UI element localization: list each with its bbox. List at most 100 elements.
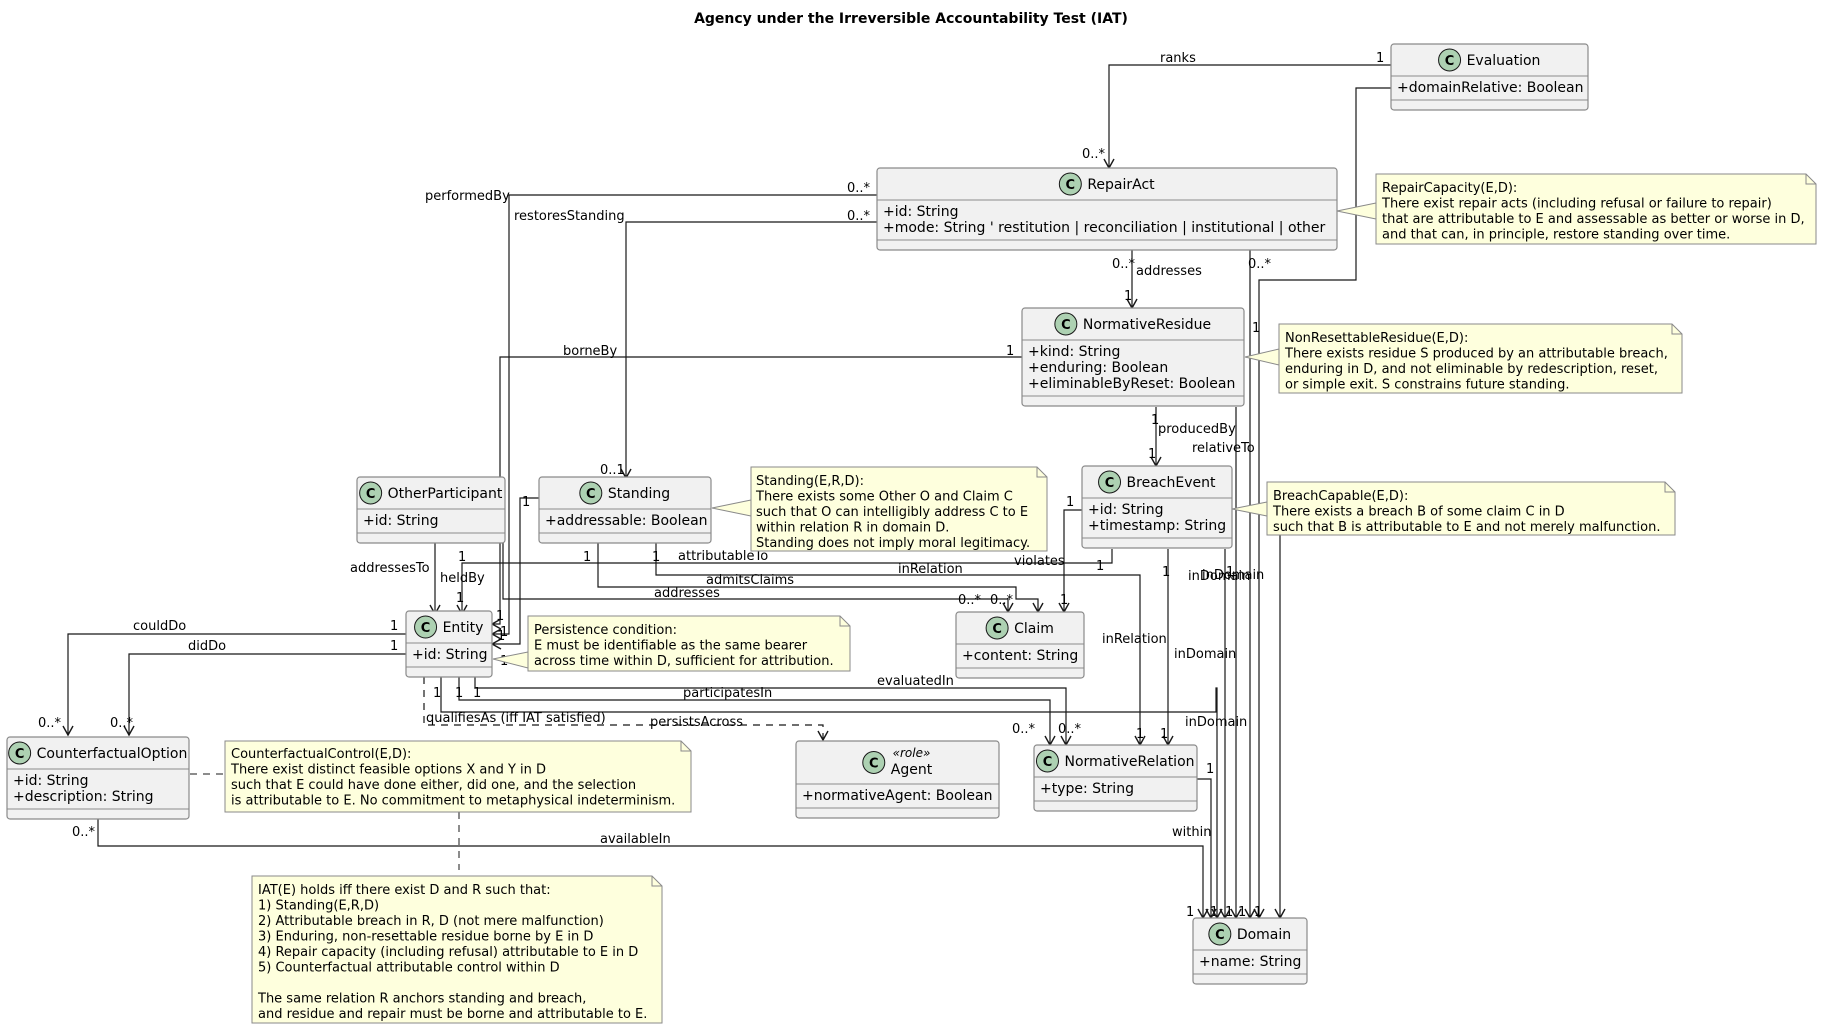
- note-line: BreachCapable(E,D):: [1273, 489, 1408, 504]
- edge-label-qualifies-as: qualifiesAs (iff IAT satisfied): [426, 711, 606, 726]
- class-attribute: +id: String: [883, 204, 958, 220]
- note-iat: IAT(E) holds iff there exist D and R suc…: [251, 875, 663, 1024]
- note-line: 2) Attributable breach in R, D (not mere…: [258, 914, 604, 929]
- edge-label-did-do: didDo: [188, 639, 226, 654]
- note-line: and residue and repair must be borne and…: [258, 1007, 647, 1022]
- svg-text:C: C: [1061, 318, 1071, 333]
- note-line: CounterfactualControl(E,D):: [231, 747, 411, 762]
- class-name: Standing: [608, 486, 670, 502]
- edge-label-in-domain: inDomain: [1185, 715, 1247, 730]
- edge-performed-by: performedBy 0..*: [425, 181, 877, 640]
- edge-label-in-domain: inDomain: [1188, 569, 1250, 584]
- edge-label-violates: violates: [1014, 554, 1065, 569]
- edge-could-do: couldDo 1 0..*: [38, 619, 406, 737]
- mult: 1: [1186, 905, 1194, 920]
- note-text: RepairCapacity(E,D):There exist repair a…: [1381, 181, 1805, 243]
- note-text: CounterfactualControl(E,D):There exist d…: [230, 747, 675, 809]
- mult: 1: [1148, 447, 1156, 462]
- edge-addresses-claim: addresses 0..* 1: [458, 537, 1014, 614]
- mult: 1: [1225, 905, 1233, 920]
- mult: 1: [497, 629, 505, 644]
- class-box: [795, 740, 1000, 819]
- edge-admits-claims: admitsClaims 1 0..*: [583, 538, 1044, 614]
- edge-label-performed-by: performedBy: [425, 189, 510, 204]
- edge-label-relative-to: relativeTo: [1192, 441, 1255, 456]
- class-attribute: +eliminableByReset: Boolean: [1028, 376, 1235, 392]
- note-text: NonResettableResidue(E,D):There exists r…: [1284, 331, 1668, 393]
- mult: 1: [1226, 565, 1234, 580]
- mult: 1: [455, 686, 463, 701]
- class-attribute: +content: String: [962, 648, 1078, 664]
- class-icon: C: [579, 481, 603, 505]
- class-icon: C: [8, 741, 32, 765]
- svg-text:C: C: [869, 757, 879, 772]
- edge-did-do: didDo 1 0..*: [110, 639, 406, 737]
- svg-text:C: C: [1043, 755, 1053, 770]
- edge-relation-within: within 1 inDomain: [1172, 715, 1247, 920]
- class-attribute: +mode: String ' restitution | reconcilia…: [883, 220, 1325, 236]
- mult: 0..*: [1248, 257, 1272, 272]
- svg-text:C: C: [1215, 928, 1225, 943]
- mult: 1: [496, 609, 504, 624]
- edge-label-attributable-to: attributableTo: [678, 549, 768, 564]
- mult: 1: [1136, 727, 1144, 742]
- note-text: Persistence condition:E must be identifi…: [534, 623, 834, 669]
- mult: 1: [456, 591, 464, 606]
- class-box: [6, 736, 190, 820]
- mult: 1: [390, 639, 398, 654]
- class-stereotype: «role»: [893, 746, 931, 760]
- edge-evaluated-in: evaluatedIn 1: [433, 674, 1223, 920]
- note-breach-capable: BreachCapable(E,D):There exists a breach…: [1231, 481, 1676, 536]
- mult: 0..*: [958, 593, 982, 608]
- class-name: Entity: [443, 620, 484, 636]
- mult: 0..*: [990, 593, 1014, 608]
- edge-label-restores-standing: restoresStanding: [514, 209, 625, 224]
- edge-ranks: ranks 1 0..*: [1082, 51, 1391, 170]
- note-line: 5) Counterfactual attributable control w…: [258, 961, 560, 976]
- class-attribute: +addressable: Boolean: [545, 513, 708, 529]
- class-name: CounterfactualOption: [37, 746, 188, 762]
- note-persistence: Persistence condition:E must be identifi…: [492, 615, 851, 672]
- note-line: and that can, in principle, restore stan…: [1382, 228, 1730, 243]
- edge-repair-domain: 0..* 1: [1238, 250, 1272, 920]
- svg-text:C: C: [586, 487, 596, 502]
- edge-standing-in-relation: inRelation inRelation 1 1: [652, 538, 1167, 747]
- svg-text:C: C: [992, 622, 1002, 637]
- mult: 1: [1238, 905, 1246, 920]
- associations: ranks 1 0..* 1 1 performedBy 0..* restor…: [38, 51, 1391, 920]
- mult: 1: [1206, 762, 1214, 777]
- class-attribute: +id: String: [13, 773, 88, 789]
- mult: 1: [1060, 593, 1068, 608]
- edge-label-produced-by: producedBy: [1158, 422, 1236, 437]
- mult: 1: [500, 625, 508, 640]
- note-line: across time within D, sufficient for att…: [534, 654, 834, 669]
- svg-text:C: C: [1105, 476, 1115, 491]
- edge-label-evaluated-in: evaluatedIn: [877, 674, 954, 689]
- edge-label-could-do: couldDo: [133, 619, 186, 634]
- class-icon: C: [1208, 922, 1232, 946]
- class-attribute: +type: String: [1040, 781, 1134, 797]
- edge-label-borne-by: borneBy: [563, 344, 617, 359]
- class-claim[interactable]: Claim C +content: String: [955, 611, 1085, 679]
- class-name: BreachEvent: [1127, 475, 1216, 491]
- note-line: There exist distinct feasible options X …: [230, 763, 546, 778]
- class-attribute: +domainRelative: Boolean: [1397, 80, 1583, 96]
- note-line: There exist repair acts (including refus…: [1381, 197, 1772, 212]
- note-text: BreachCapable(E,D):There exists a breach…: [1272, 489, 1660, 535]
- class-standing[interactable]: Standing C +addressable: Boolean: [538, 476, 712, 544]
- class-name: Claim: [1014, 621, 1054, 637]
- note-line: such that O can intelligibly address C t…: [756, 505, 1028, 520]
- class-box: [876, 167, 1338, 251]
- note-line: within relation R in domain D.: [756, 521, 949, 536]
